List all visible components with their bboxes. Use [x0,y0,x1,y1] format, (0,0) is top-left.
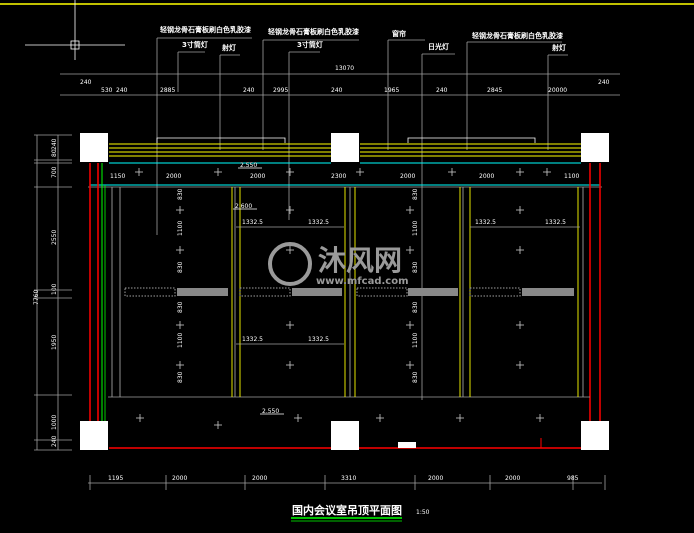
top-dim-text: 2885 [160,87,175,94]
elevation-3: 2.550 [262,408,279,415]
fluorescent-light-solid [408,288,458,296]
callout-spotlight-2: 射灯 [551,43,566,52]
bottom-dim-text: 3310 [341,475,356,482]
top-dim-text: 530 [101,87,113,94]
column [581,133,609,162]
bottom-dim-text: 2000 [172,475,187,482]
panel-dim-text: 1332.5 [308,219,329,226]
top-dim-text: 240 [598,79,610,86]
elevation-1: 2.550 [240,162,257,169]
panel-dim-text: 1332.5 [242,336,263,343]
inner-dim-text: 1100 [564,173,579,180]
fluorescent-light [469,287,521,297]
fluorescent-light-solid [292,288,342,296]
left-dim-text: 240 [51,138,58,150]
panel-dim-text: 1332.5 [242,219,263,226]
panel-vertical-dim: 1100 [177,333,184,348]
watermark-url: www.mfcad.com [316,276,409,287]
panel-vertical-dim: 830 [177,188,184,200]
left-dim-text: 1000 [51,415,58,430]
inner-dim-text: 1150 [110,173,125,180]
left-dim-text: 240 [51,435,58,447]
left-dim-text: 700 [51,166,58,178]
callout-spotlight-1: 射灯 [221,43,236,52]
fluorescent-light-solid [522,288,574,296]
panel-vertical-dim: 1100 [412,221,419,236]
column [331,421,359,450]
top-dim-text: 240 [331,87,343,94]
watermark-brand: 沐风网 [318,244,402,277]
fluorescent-light [356,287,408,297]
top-dim-text: 20000 [548,87,567,94]
panel-vertical-dim: 830 [177,301,184,313]
panel-vertical-dim: 1100 [412,333,419,348]
panel-vertical-dim: 830 [412,261,419,273]
inner-dim-text: 2000 [166,173,181,180]
column [80,421,108,450]
callout-curtain: 窗帘 [392,29,406,38]
callout-fluorescent: 日光灯 [428,42,449,51]
left-dim-text: 100 [51,283,58,295]
panel-vertical-dim: 830 [412,188,419,200]
callout-downlight-2: 3寸筒灯 [297,40,323,49]
bottom-dim-text: 2000 [428,475,443,482]
panel-vertical-dim: 1100 [177,221,184,236]
left-dim-text: 2550 [51,230,58,245]
top-dim-text: 240 [116,87,128,94]
panel-dim-text: 1332.5 [545,219,566,226]
callout-downlight-1: 3寸筒灯 [182,40,208,49]
top-dim-text: 2995 [273,87,288,94]
callout-gypsum-3: 轻钢龙骨石膏板刷白色乳胶漆 [472,31,563,40]
top-dim-text: 240 [436,87,448,94]
bottom-dim-text: 2000 [505,475,520,482]
drawing-scale: 1:50 [416,509,430,516]
bottom-dim-text: 2000 [252,475,267,482]
inner-dim-text: 2000 [400,173,415,180]
column [581,421,609,450]
elevation-2: 2.600 [235,203,252,210]
column [80,133,108,162]
top-dim-text: 1965 [384,87,399,94]
callout-gypsum-2: 轻钢龙骨石膏板刷白色乳胶漆 [268,27,359,36]
fluorescent-light [124,287,176,297]
panel-vertical-dim: 830 [412,301,419,313]
inner-dim-text: 2000 [250,173,265,180]
panel-dim-text: 1332.5 [308,336,329,343]
overall-height-dim: 7760 [33,290,40,305]
panel-vertical-dim: 830 [177,261,184,273]
inner-dim-text: 2000 [479,173,494,180]
panel-vertical-dim: 830 [177,371,184,383]
top-dim-text: 2845 [487,87,502,94]
overall-width-dim: 13070 [335,65,354,72]
panel-vertical-dim: 830 [412,371,419,383]
curtain-box [156,137,286,143]
drawing-title: 国内会议室吊顶平面图 [292,503,402,517]
door-marker [398,442,416,448]
inner-dim-text: 2300 [331,173,346,180]
callout-gypsum-1: 轻钢龙骨石膏板刷白色乳胶漆 [160,25,251,34]
cursor-box [70,40,80,50]
top-dim-text: 240 [243,87,255,94]
left-dim-text: 1950 [51,335,58,350]
panel-dim-text: 1332.5 [475,219,496,226]
top-dim-text: 240 [80,79,92,86]
bottom-dim-text: 1195 [108,475,123,482]
curtain-box [407,137,536,143]
fluorescent-light-solid [177,288,228,296]
column [331,133,359,162]
watermark-logo-icon [268,242,312,286]
fluorescent-light [239,287,291,297]
left-dim-text: 80 [51,149,58,157]
